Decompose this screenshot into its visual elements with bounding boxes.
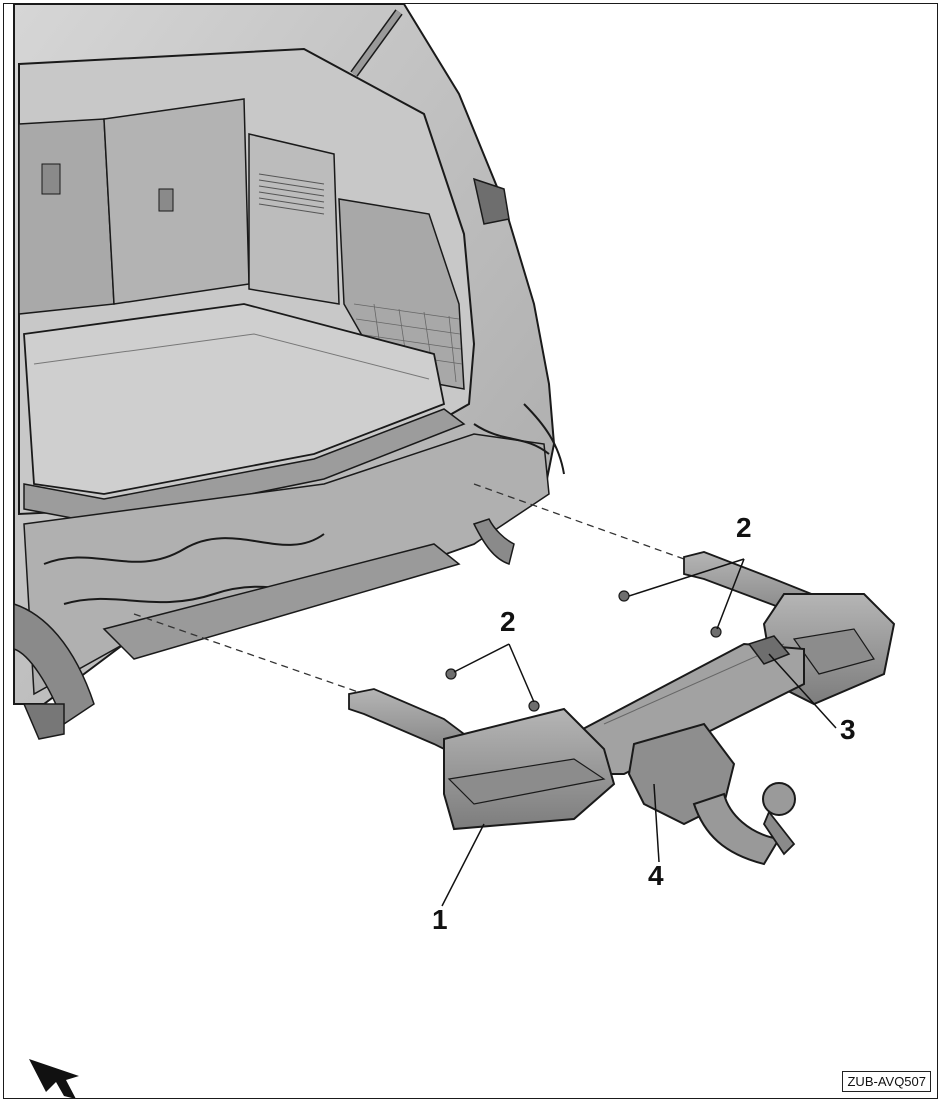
callout-4: 4 xyxy=(648,860,664,891)
callout-2-left: 2 xyxy=(500,606,516,637)
callout-1: 1 xyxy=(432,904,448,935)
diagram-frame: 1 2 2 3 4 ZUB-AVQ507 xyxy=(3,3,938,1099)
leader-lines xyxy=(441,558,837,907)
towbar-installation-illustration xyxy=(13,4,896,1098)
figure-id-label: ZUB-AVQ507 xyxy=(842,1071,931,1092)
towbar-assembly xyxy=(348,551,896,866)
callout-2-right: 2 xyxy=(736,512,752,543)
callout-3: 3 xyxy=(840,714,856,745)
alignment-lines xyxy=(133,483,685,695)
vehicle-rear xyxy=(13,4,565,740)
arrow-icon xyxy=(29,1059,79,1098)
